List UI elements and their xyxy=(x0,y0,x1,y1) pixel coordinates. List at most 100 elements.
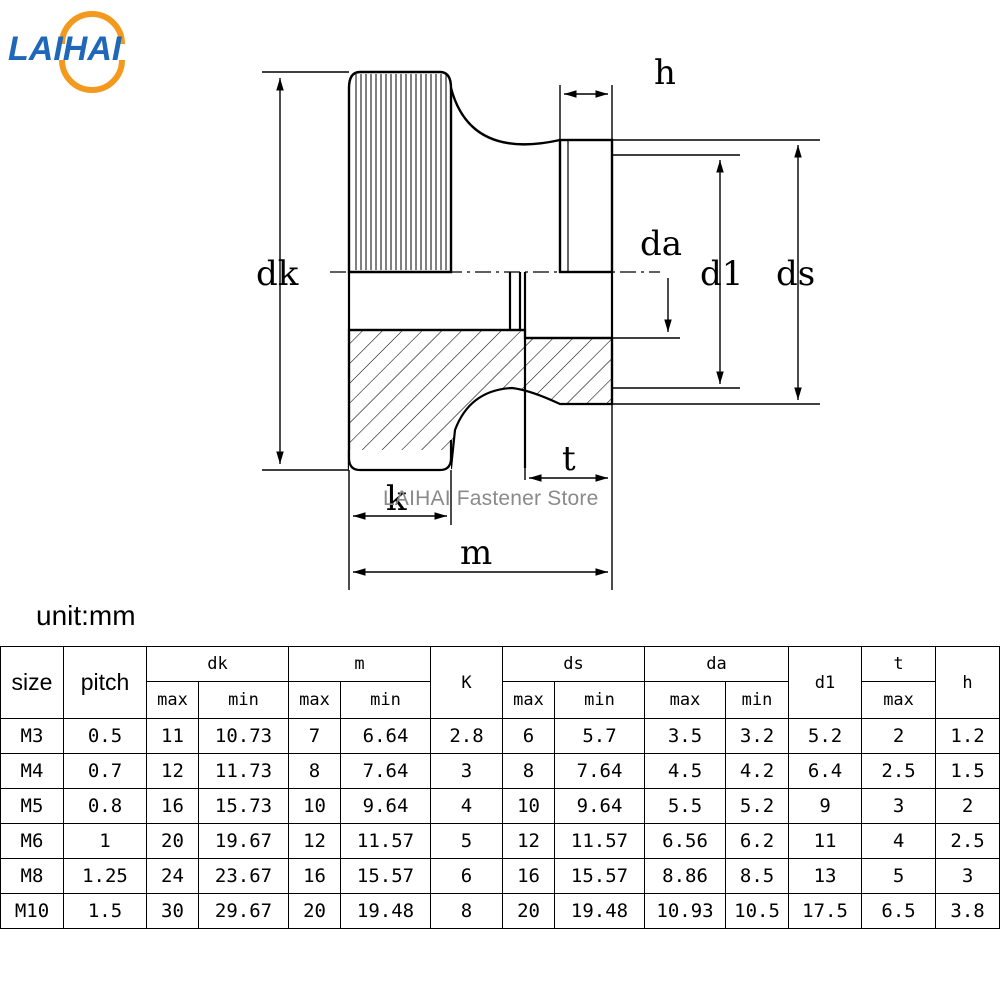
spec-table: size pitch dk m K ds da d1 t h max min m… xyxy=(0,646,1000,929)
table-cell: 20 xyxy=(146,823,199,859)
header-ds-min: min xyxy=(554,681,646,719)
table-cell: 12 xyxy=(288,823,342,859)
table-cell: 5 xyxy=(861,858,937,894)
section-hatch xyxy=(347,328,614,470)
table-cell: 5 xyxy=(430,823,504,859)
table-cell: 20 xyxy=(288,893,342,929)
table-cell: 19.67 xyxy=(197,823,290,859)
table-cell: 6.4 xyxy=(788,753,863,789)
header-da-max: max xyxy=(644,681,727,719)
table-cell: 6.2 xyxy=(725,823,790,859)
table-cell: 2.5 xyxy=(861,753,937,789)
table-cell: 1 xyxy=(63,823,147,859)
table-cell: 19.48 xyxy=(340,893,432,929)
table-cell: 20 xyxy=(502,893,556,929)
table-cell: 5.7 xyxy=(554,718,646,754)
table-cell: 4.5 xyxy=(644,753,727,789)
table-cell: 11 xyxy=(788,823,863,859)
table-cell: 11 xyxy=(146,718,199,754)
table-cell: 4 xyxy=(430,788,504,824)
label-h: h xyxy=(654,53,676,93)
table-cell: 10 xyxy=(502,788,556,824)
table-cell: 11.73 xyxy=(197,753,290,789)
table-cell: 1.2 xyxy=(935,718,1000,754)
head-upper xyxy=(347,70,614,274)
header-size: size xyxy=(0,646,64,719)
table-cell: 1.5 xyxy=(935,753,1000,789)
table-cell: 7.64 xyxy=(340,753,432,789)
table-cell: 3.2 xyxy=(725,718,790,754)
table-cell: M4 xyxy=(0,753,64,789)
table-cell: 11.57 xyxy=(554,823,646,859)
label-m: m xyxy=(460,533,492,573)
table-cell: 3.8 xyxy=(935,893,1000,929)
table-cell: M8 xyxy=(0,858,64,894)
table-cell: 8 xyxy=(430,893,504,929)
table-cell: 7 xyxy=(288,718,342,754)
dimension-lines xyxy=(276,78,802,576)
header-dk: dk xyxy=(145,646,290,682)
header-pitch: pitch xyxy=(63,646,147,719)
brand-logo: LAIHAI xyxy=(8,11,125,93)
table-cell: M5 xyxy=(0,788,64,824)
header-t-max: max xyxy=(861,681,937,719)
unit-label: unit:mm xyxy=(36,600,136,631)
table-cell: 30 xyxy=(146,893,199,929)
table-cell: 1.5 xyxy=(63,893,147,929)
watermark: LAIHAI Fastener Store xyxy=(383,487,599,510)
table-cell: 16 xyxy=(502,858,556,894)
table-cell: 29.67 xyxy=(197,893,290,929)
table-cell: 3.5 xyxy=(644,718,727,754)
table-cell: 0.5 xyxy=(63,718,147,754)
table-cell: 9 xyxy=(788,788,863,824)
table-cell: M10 xyxy=(0,893,64,929)
table-cell: 17.5 xyxy=(788,893,863,929)
header-d1: d1 xyxy=(788,646,863,719)
table-cell: 6 xyxy=(430,858,504,894)
table-cell: 5.5 xyxy=(644,788,727,824)
header-da: da xyxy=(644,646,790,682)
table-cell: 3 xyxy=(861,788,937,824)
header-ds-max: max xyxy=(502,681,556,719)
table-cell: 0.7 xyxy=(63,753,147,789)
table-cell: 15.73 xyxy=(197,788,290,824)
table-cell: 15.57 xyxy=(340,858,432,894)
table-cell: 19.48 xyxy=(554,893,646,929)
logo-text: LAIHAI xyxy=(8,30,123,68)
table-cell: 2.5 xyxy=(935,823,1000,859)
table-cell: 6.64 xyxy=(340,718,432,754)
table-cell: 13 xyxy=(788,858,863,894)
table-cell: 2 xyxy=(935,788,1000,824)
label-t: t xyxy=(562,439,576,479)
label-dk: dk xyxy=(256,254,299,294)
table-cell: 8 xyxy=(288,753,342,789)
table-cell: 10 xyxy=(288,788,342,824)
table-cell: 12 xyxy=(146,753,199,789)
table-cell: 10.73 xyxy=(197,718,290,754)
header-m-max: max xyxy=(288,681,342,719)
table-cell: 10.5 xyxy=(725,893,790,929)
extension-lines xyxy=(262,71,820,590)
table-cell: M6 xyxy=(0,823,64,859)
table-cell: 5.2 xyxy=(725,788,790,824)
table-cell: 12 xyxy=(502,823,556,859)
table-cell: 6 xyxy=(502,718,556,754)
table-cell: 8 xyxy=(502,753,556,789)
table-cell: 8.5 xyxy=(725,858,790,894)
table-cell: 3 xyxy=(935,858,1000,894)
table-cell: 6.56 xyxy=(644,823,727,859)
header-dk-max: max xyxy=(146,681,199,719)
table-cell: 3 xyxy=(430,753,504,789)
header-m-min: min xyxy=(340,681,432,719)
table-cell: 10.93 xyxy=(644,893,727,929)
knurled-nut-drawing: LAIHAI xyxy=(8,11,820,590)
header-da-min: min xyxy=(725,681,790,719)
table-cell: 4 xyxy=(861,823,937,859)
header-m: m xyxy=(288,646,432,682)
table-cell: M3 xyxy=(0,718,64,754)
header-h: h xyxy=(935,646,1000,719)
